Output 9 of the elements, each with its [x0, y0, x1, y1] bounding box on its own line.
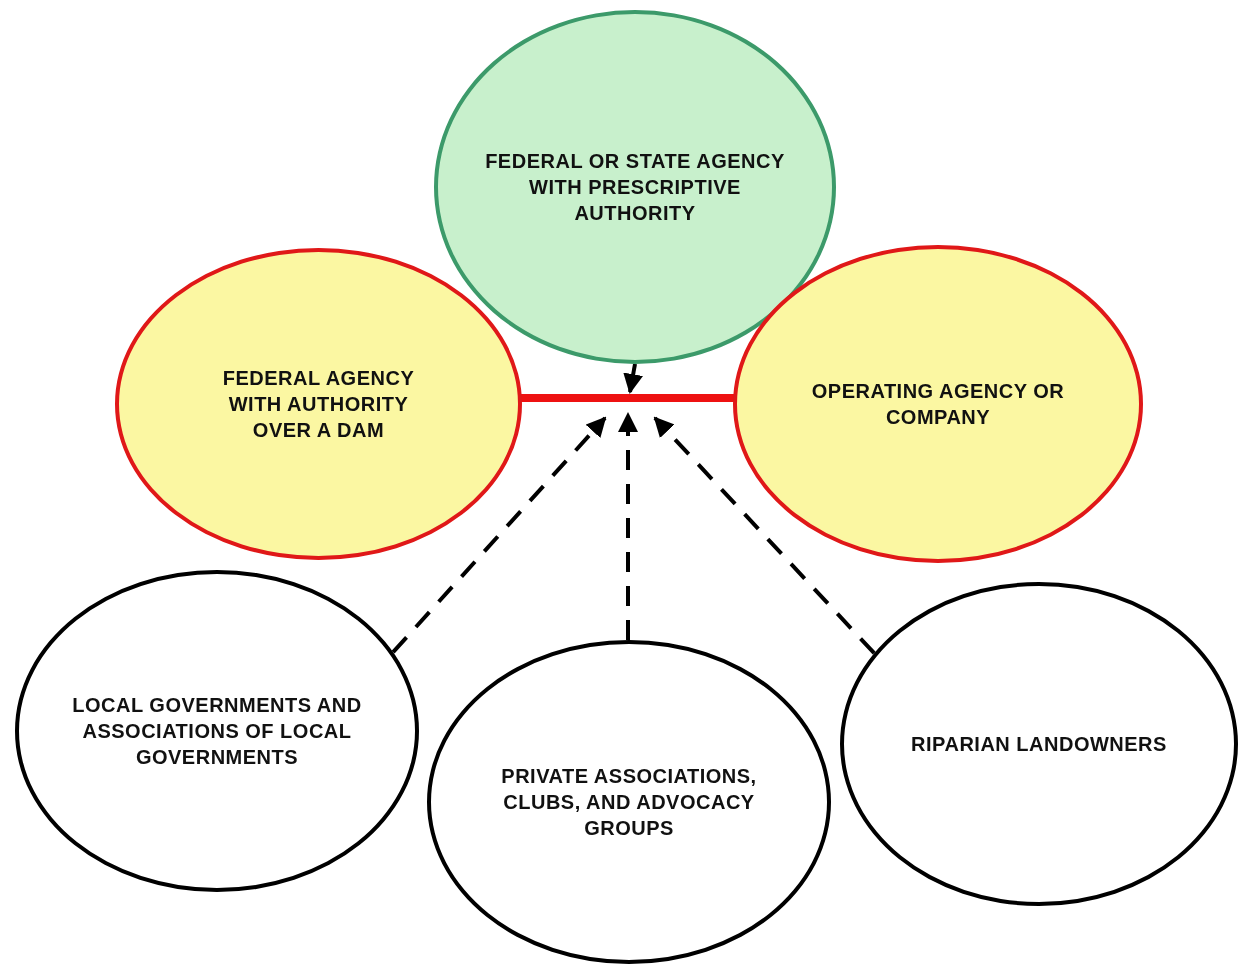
arrow — [618, 412, 638, 640]
node-label: PRIVATE ASSOCIATIONS, CLUBS, AND ADVOCACY GROUPS — [501, 765, 757, 839]
connector-line — [520, 394, 735, 402]
node-label: LOCAL GOVERNMENTS AND ASSOCIATIONS OF LOCAL GOVERNMENTS — [72, 694, 362, 768]
node-label: OPERATING AGENCY OR COMPANY — [811, 380, 1065, 428]
node-label: FEDERAL AGENCY WITH AUTHORITY OVER A DAM — [222, 367, 415, 441]
arrow — [623, 363, 643, 394]
node-label: FEDERAL OR STATE AGENCY WITH PRESCRIPTIVE AUTHORITY — [485, 150, 785, 224]
node-label: RIPARIAN LANDOWNERS — [911, 733, 1167, 755]
